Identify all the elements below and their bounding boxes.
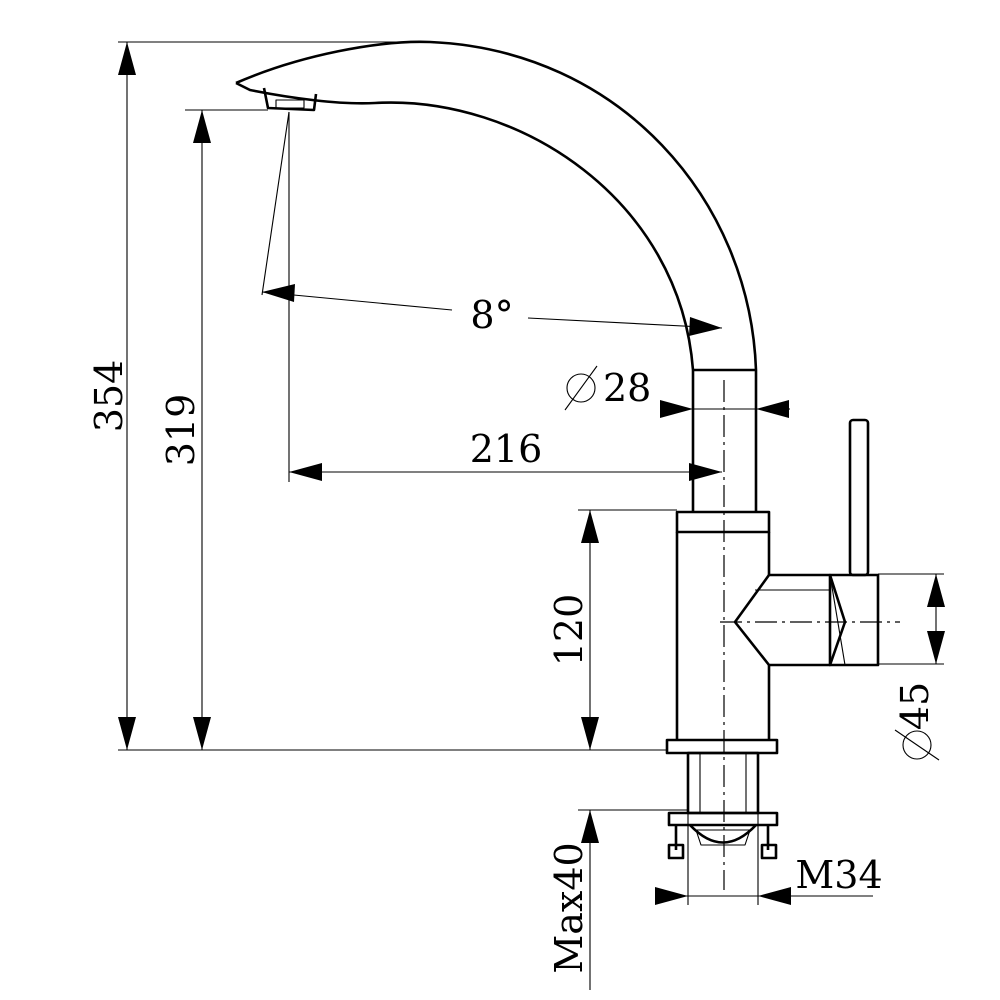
dimension-body-diameter (878, 573, 945, 665)
total-height-label: 354 (87, 360, 131, 433)
dimension-swivel-angle (261, 111, 723, 482)
swivel-angle-label: 8° (470, 293, 513, 337)
aerator (262, 87, 318, 112)
body-height-label: 120 (547, 594, 591, 667)
dimension-total-height (118, 41, 667, 751)
mounting-thickness-label: Max40 (547, 842, 591, 973)
diameter-icon (894, 729, 940, 761)
thread-size-label: M34 (795, 853, 882, 897)
faucet-body (665, 510, 779, 755)
outlet-height-label: 319 (159, 394, 203, 467)
spout-reach-label: 216 (470, 427, 543, 471)
dimension-thread-size (655, 813, 873, 905)
spout (235, 40, 758, 512)
dimension-spout-diameter (660, 400, 790, 418)
centerlines (720, 380, 900, 890)
dimension-spout-reach (289, 463, 722, 481)
spout-diameter-label: 28 (603, 366, 651, 410)
dimension-mounting-thickness (578, 809, 688, 990)
body-diameter-label: 45 (893, 682, 937, 730)
dimension-outlet-height (185, 109, 268, 750)
diameter-icon (564, 365, 598, 411)
dimension-body-height (578, 509, 677, 750)
mounting-shank (667, 751, 779, 860)
